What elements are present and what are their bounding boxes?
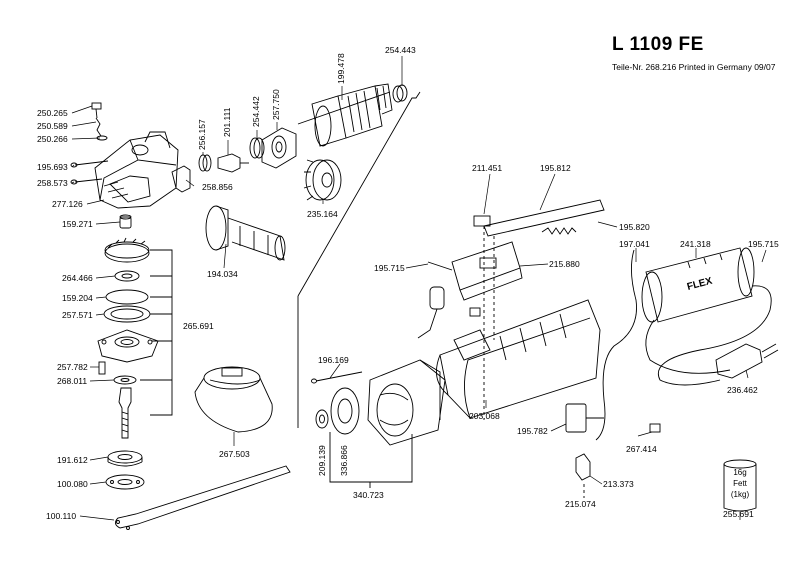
label-257571: 257.571 bbox=[62, 310, 93, 320]
grease-weight: (1kg) bbox=[730, 490, 750, 499]
label-340723: 340.723 bbox=[353, 490, 384, 500]
label-235164: 235.164 bbox=[307, 209, 338, 219]
washer-268011 bbox=[113, 375, 137, 385]
brush-holder bbox=[469, 307, 481, 317]
label-336866: 336.866 bbox=[339, 445, 349, 476]
label-195693: 195.693 bbox=[37, 162, 68, 172]
bearing-254442 bbox=[249, 137, 265, 159]
model-subtitle: Teile-Nr. 268.216 Printed in Germany 09/… bbox=[612, 62, 776, 72]
label-267503: 267.503 bbox=[219, 449, 250, 459]
label-250265: 250.265 bbox=[37, 108, 68, 118]
label-100080: 100.080 bbox=[57, 479, 88, 489]
grease-label: Fett bbox=[733, 479, 747, 488]
label-203068: 203.068 bbox=[469, 411, 500, 421]
pin-spanner bbox=[115, 465, 291, 530]
label-257782: 257.782 bbox=[57, 362, 88, 372]
label-250589: 250.589 bbox=[37, 121, 68, 131]
label-215074: 215.074 bbox=[565, 499, 596, 509]
pinion-201111 bbox=[217, 153, 249, 173]
label-258856: 258.856 bbox=[202, 182, 233, 192]
side-handle bbox=[205, 205, 286, 261]
bearing-209139 bbox=[315, 409, 329, 429]
cover-241318 bbox=[641, 247, 755, 323]
ring-159204 bbox=[105, 289, 149, 305]
flex-logo: FLEX bbox=[686, 276, 714, 293]
field-stator bbox=[367, 359, 446, 446]
suppressor-195782 bbox=[565, 403, 604, 433]
screws-side bbox=[70, 160, 109, 185]
switch-rod-195812 bbox=[473, 199, 605, 237]
screw-257782 bbox=[98, 361, 106, 375]
connector-213373 bbox=[575, 453, 591, 481]
label-100110: 100.110 bbox=[46, 511, 77, 521]
spring-195820 bbox=[541, 227, 577, 235]
armature-199478 bbox=[297, 83, 393, 147]
label-195812: 195.812 bbox=[540, 163, 571, 173]
model-title: L 1109 FE bbox=[612, 34, 704, 55]
label-268011: 268.011 bbox=[57, 376, 88, 386]
switch-215880 bbox=[427, 241, 523, 301]
grease-amount: 16g bbox=[733, 468, 747, 477]
label-258573: 258.573 bbox=[37, 178, 68, 188]
sleeve-159271 bbox=[119, 214, 132, 229]
label-277126: 277.126 bbox=[52, 199, 83, 209]
label-195715-b: 195.715 bbox=[748, 239, 779, 249]
bearing-254443 bbox=[392, 84, 408, 103]
label-211451: 211.451 bbox=[472, 163, 503, 173]
label-195782: 195.782 bbox=[517, 426, 548, 436]
gear-head-housing bbox=[94, 131, 179, 209]
label-201111: 201.111 bbox=[222, 107, 232, 137]
label-254443: 254.443 bbox=[385, 45, 416, 55]
label-196169: 196.169 bbox=[318, 355, 349, 365]
wheel-guard bbox=[194, 366, 273, 433]
label-197041: 197.041 bbox=[619, 239, 650, 249]
label-195820: 195.820 bbox=[619, 222, 650, 232]
label-236462: 236.462 bbox=[727, 385, 758, 395]
label-254442: 254.442 bbox=[251, 96, 261, 127]
plug-236462 bbox=[715, 343, 779, 379]
circlip-257571 bbox=[103, 305, 151, 323]
spindle bbox=[118, 387, 132, 439]
label-199478: 199.478 bbox=[336, 53, 346, 84]
clip-267414 bbox=[649, 423, 661, 433]
capacitor bbox=[417, 286, 445, 339]
screw-250265 bbox=[91, 102, 108, 141]
label-255691: 255.691 bbox=[723, 509, 754, 519]
label-194034: 194.034 bbox=[207, 269, 238, 279]
label-209139: 209.139 bbox=[317, 445, 327, 476]
label-191612: 191.612 bbox=[57, 455, 88, 465]
label-215880: 215.880 bbox=[549, 259, 580, 269]
label-159271: 159.271 bbox=[62, 219, 93, 229]
nut-100080 bbox=[105, 474, 145, 490]
bearing-264466 bbox=[114, 270, 140, 282]
label-257750: 257.750 bbox=[271, 89, 281, 120]
baffle-336866 bbox=[330, 387, 360, 435]
motor-housing-203068 bbox=[435, 299, 601, 419]
label-241318: 241.318 bbox=[680, 239, 711, 249]
label-213373: 213.373 bbox=[603, 479, 634, 489]
bearing-256157 bbox=[198, 154, 212, 172]
label-256157: 256.157 bbox=[197, 119, 207, 150]
grease-can bbox=[723, 459, 757, 512]
label-267414: 267.414 bbox=[626, 444, 657, 454]
perspective-line bbox=[297, 91, 421, 297]
label-265691: 265.691 bbox=[183, 321, 214, 331]
label-250266: 250.266 bbox=[37, 134, 68, 144]
flange-191612 bbox=[107, 450, 143, 467]
gear-bevel bbox=[104, 237, 150, 263]
bearing-plate-257750 bbox=[261, 127, 297, 169]
bearing-flange bbox=[97, 329, 159, 363]
fan-235164 bbox=[303, 159, 342, 201]
label-195715-a: 195.715 bbox=[374, 263, 405, 273]
screw-196169 bbox=[311, 371, 363, 384]
cable-197041 bbox=[595, 249, 772, 441]
label-159204: 159.204 bbox=[62, 293, 93, 303]
label-264466: 264.466 bbox=[62, 273, 93, 283]
lock-button bbox=[171, 165, 191, 193]
